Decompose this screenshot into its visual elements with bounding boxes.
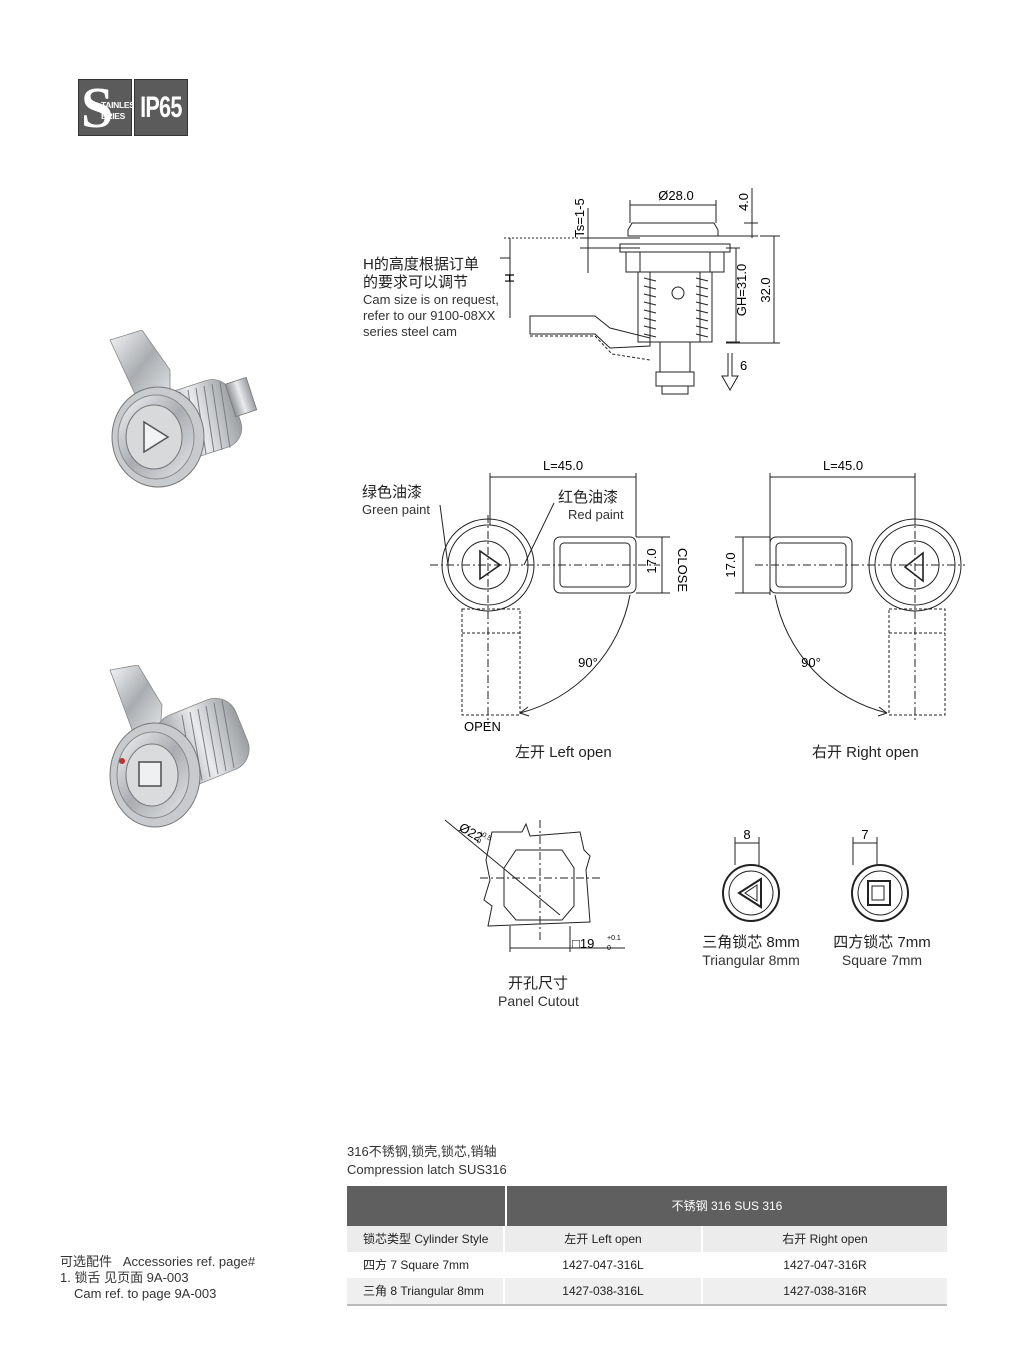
cell-right-part: 1427-038-316R — [783, 1284, 867, 1298]
dim-h: H — [502, 273, 517, 282]
right-dim-17: 17.0 — [723, 552, 738, 577]
right-angle: 90° — [801, 655, 821, 670]
dim-4: 4.0 — [736, 193, 751, 211]
accessories-note: 可选配件 Accessories ref. page# 1. 锁舌 见页面 9A… — [60, 1254, 255, 1302]
dim-dia-28: Ø28.0 — [658, 188, 693, 203]
table-row: 三角 8 Triangular 8mm 1427-038-316L 1427-0… — [347, 1278, 947, 1306]
right-open-drawing: L=45.0 17.0 90° — [723, 458, 965, 720]
panel-cutout-caption: 开孔尺寸 Panel Cutout — [498, 975, 579, 1009]
left-open-caption: 左开 Left open — [515, 744, 612, 761]
sq-dim: 7 — [861, 827, 868, 842]
accessories-item-cn: 1. 锁舌 见页面 9A-003 — [60, 1270, 189, 1285]
stainless-line1: TAINLESS — [101, 100, 141, 110]
ip65-badge: IP65 — [134, 79, 188, 136]
cutout-dia-tol-low: 0 — [475, 838, 482, 846]
right-dim-length: L=45.0 — [823, 458, 863, 473]
dim-6: 6 — [740, 358, 747, 373]
cam-note-cn-1: H的高度根据订单 — [363, 256, 479, 273]
col-cylinder-style: 锁芯类型 Cylinder Style — [363, 1232, 489, 1246]
dim-32: 32.0 — [758, 277, 773, 302]
col-right-open: 右开 Right open — [782, 1232, 868, 1246]
stainless-s-letter: S — [81, 75, 114, 140]
cam-note-en-1: Cam size is on request, — [363, 292, 499, 307]
dim-gh: GH=31.0 — [734, 264, 749, 316]
cutout-square: □19 — [572, 936, 594, 951]
cell-style: 三角 8 Triangular 8mm — [363, 1284, 484, 1298]
material-en: Compression latch SUS316 — [347, 1162, 507, 1177]
left-open-label: OPEN — [464, 719, 501, 734]
table-header: 不锈钢 316 SUS 316 — [347, 1186, 947, 1226]
sq-caption-cn: 四方锁芯 7mm — [833, 934, 931, 951]
red-paint-cn: 红色油漆 — [558, 489, 619, 506]
product-photo-triangular — [109, 330, 258, 488]
green-paint-cn: 绿色油漆 — [362, 484, 423, 501]
cam-note: H的高度根据订单 的要求可以调节 Cam size is on request,… — [363, 256, 499, 340]
stainless-line2: ERIES — [101, 111, 126, 121]
cam-note-en-2: refer to our 9100-08XX — [363, 308, 496, 323]
green-paint-label: 绿色油漆 Green paint — [362, 484, 430, 518]
cell-left-part: 1427-038-316L — [562, 1284, 644, 1298]
side-view-drawing: Ts=1-5 Ø28.0 4.0 H GH=31.0 32.0 6 — [500, 188, 780, 395]
table-row: 四方 7 Square 7mm 1427-047-316L 1427-047-3… — [347, 1252, 947, 1278]
left-dim-length: L=45.0 — [543, 458, 583, 473]
left-dim-17: 17.0 — [644, 548, 659, 573]
sq-caption-en: Square 7mm — [841, 952, 923, 968]
cylinder-types-drawing: 8 7 — [722, 827, 909, 922]
panel-cutout-cn: 开孔尺寸 — [507, 975, 568, 992]
cell-left-part: 1427-047-316L — [562, 1258, 644, 1272]
left-angle: 90° — [578, 655, 598, 670]
part-number-table: 不锈钢 316 SUS 316 锁芯类型 Cylinder Style 左开 L… — [347, 1186, 947, 1306]
accessories-item-en: Cam ref. to page 9A-003 — [74, 1286, 217, 1301]
cell-style: 四方 7 Square 7mm — [363, 1258, 470, 1272]
material-cn: 316不锈钢,锁壳,锁芯,销轴 — [347, 1144, 497, 1159]
tri-caption-cn: 三角锁芯 8mm — [702, 934, 800, 951]
cam-note-en-3: series steel cam — [363, 324, 457, 339]
cell-right-part: 1427-047-316R — [783, 1258, 867, 1272]
material-note: 316不锈钢,锁壳,锁芯,销轴 Compression latch SUS316 — [347, 1144, 507, 1178]
ip65-label: IP65 — [140, 90, 182, 124]
tri-dim: 8 — [743, 827, 750, 842]
sq-caption: 四方锁芯 7mm Square 7mm — [826, 934, 938, 968]
tri-caption: 三角锁芯 8mm Triangular 8mm — [698, 934, 804, 968]
red-paint-label: 红色油漆 Red paint — [558, 489, 624, 523]
table-header-title: 不锈钢 316 SUS 316 — [671, 1199, 783, 1213]
green-paint-en: Green paint — [362, 502, 430, 517]
stainless-series-badge: S TAINLESS ERIES — [78, 75, 140, 140]
left-open-drawing: L=45.0 17.0 CLOSE 90° OPEN — [430, 458, 690, 734]
product-photo-square — [109, 665, 250, 828]
cutout-sq-tol-up: +0.1 — [607, 935, 621, 942]
right-open-caption: 右开 Right open — [812, 744, 919, 761]
accessories-title: 可选配件 Accessories ref. page# — [60, 1254, 256, 1269]
cutout-sq-tol-low: 0 — [607, 945, 611, 952]
panel-cutout-en: Panel Cutout — [498, 993, 579, 1009]
cam-note-cn-2: 的要求可以调节 — [363, 274, 469, 291]
table-column-headers: 锁芯类型 Cylinder Style 左开 Left open 右开 Righ… — [347, 1226, 947, 1252]
dim-ts: Ts=1-5 — [572, 198, 587, 237]
col-left-open: 左开 Left open — [564, 1232, 642, 1246]
tri-caption-en: Triangular 8mm — [702, 952, 800, 968]
panel-cutout-drawing: Ø22 +0.5 0 □19 +0.1 0 — [444, 820, 625, 952]
red-paint-en: Red paint — [568, 507, 624, 522]
left-close-label: CLOSE — [675, 548, 690, 592]
